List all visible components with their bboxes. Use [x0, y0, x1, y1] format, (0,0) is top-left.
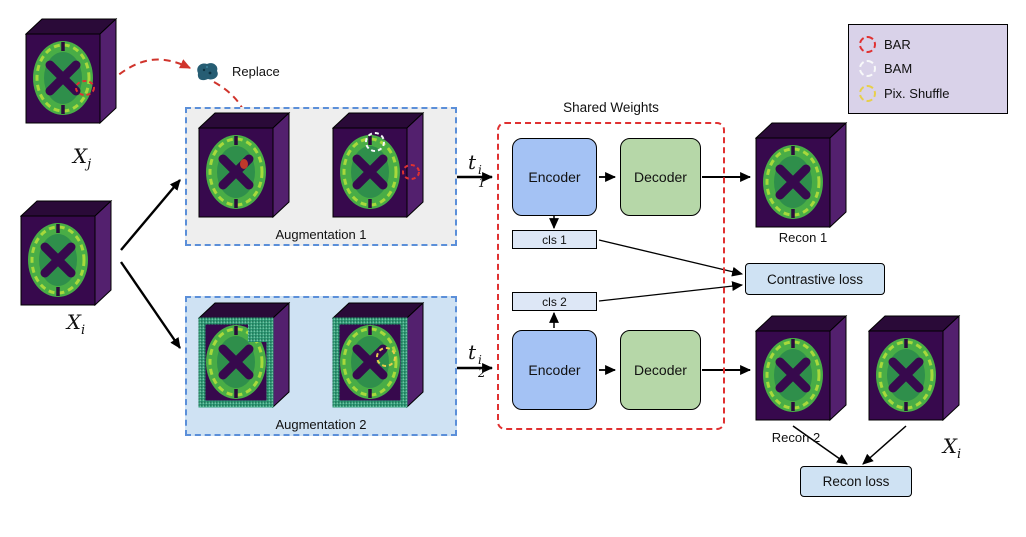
- legend-item-bam: BAM: [859, 60, 997, 78]
- legend-item-bar: BAR: [859, 35, 997, 53]
- legend-panel: BAR BAM Pix. Shuffle: [848, 24, 1008, 114]
- encoder-top-block: Encoder: [512, 138, 597, 216]
- brain-cube-xi: [20, 200, 116, 306]
- brain-cube-aug1-a: [198, 112, 294, 218]
- contrastive-loss-box: Contrastive loss: [745, 263, 885, 295]
- bam-circle-icon: [859, 60, 876, 78]
- brain-cube-aug2-b: [332, 302, 428, 408]
- recon-loss-box: Recon loss: [800, 466, 912, 497]
- augmentation1-label: Augmentation 1: [275, 227, 367, 242]
- recon2-label: Recon 2: [771, 430, 821, 445]
- cls1-box: cls 1: [512, 230, 597, 249]
- augmentation2-label: Augmentation 2: [275, 417, 367, 432]
- shared-weights-title: Shared Weights: [563, 100, 659, 115]
- recon1-label: Recon 1: [778, 230, 828, 245]
- xj-label: Xj: [72, 144, 92, 172]
- legend-item-label: Pix. Shuffle: [884, 86, 950, 102]
- decoder-bottom-block: Decoder: [620, 330, 701, 410]
- decoder-top-block: Decoder: [620, 138, 701, 216]
- shared-weights-panel: [497, 122, 725, 430]
- brain-cube-aug2-a: [198, 302, 294, 408]
- replace-arrow-1: [109, 58, 191, 83]
- encoder-bottom-block: Encoder: [512, 330, 597, 410]
- xi-to-aug2-arrow: [120, 261, 181, 349]
- recon2-cube: [755, 315, 851, 421]
- xi-to-aug1-arrow: [120, 179, 181, 251]
- xi-right-to-reconloss-arrow: [862, 425, 907, 465]
- recon1-cube: [755, 122, 851, 228]
- xi-right-cube: [868, 315, 964, 421]
- legend-item-pix-shuffle: Pix. Shuffle: [859, 85, 997, 103]
- xi-right-label: Xi: [942, 434, 962, 462]
- legend-item-label: BAR: [884, 36, 911, 52]
- xi-label: Xi: [66, 310, 86, 338]
- cls2-box: cls 2: [512, 292, 597, 311]
- brain-cube-xj: [25, 18, 121, 124]
- brain-cube-aug1-b: [332, 112, 428, 218]
- replace-blob-icon: [197, 63, 218, 81]
- legend-item-label: BAM: [884, 61, 913, 77]
- replace-label: Replace: [232, 64, 280, 79]
- bar-circle-icon: [859, 35, 876, 53]
- pix-shuffle-circle-icon: [859, 85, 876, 103]
